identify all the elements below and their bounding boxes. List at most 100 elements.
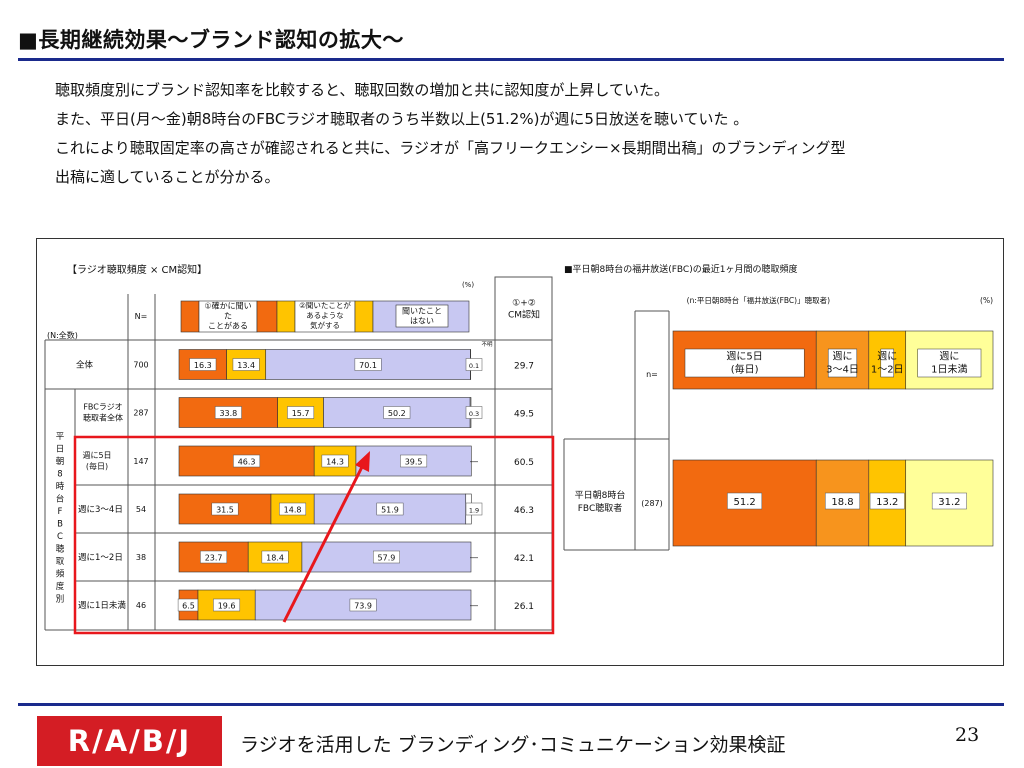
row-label: FBC聴取者 [578, 503, 622, 514]
side-group-label: 日 [56, 445, 65, 455]
trend-arrow-line [282, 462, 366, 623]
bar-segment [905, 459, 994, 547]
cm-recognition-value: 46.3 [514, 506, 534, 516]
row-n: 700 [133, 361, 148, 370]
row-label: 全体 [76, 360, 94, 371]
cm-recognition-header: CM認知 [508, 309, 540, 321]
row-n: 147 [133, 457, 148, 466]
legend-box [827, 348, 858, 378]
data-label-box [287, 406, 315, 419]
legend-label: 聞いたこと [402, 307, 442, 316]
data-label-box [354, 358, 382, 371]
data-label-box [200, 550, 228, 564]
data-label-box [825, 492, 860, 510]
legend-label: 週に [833, 351, 853, 363]
data-label: 70.1 [359, 361, 377, 370]
side-group-label: 取 [56, 557, 65, 567]
side-group-label: 朝 [56, 457, 65, 467]
data-label: 15.7 [292, 409, 310, 418]
data-label-box [465, 406, 483, 419]
legend-box [880, 348, 894, 378]
data-label-box [189, 358, 217, 371]
side-group-label: 頻 [56, 569, 65, 580]
data-label: 51.9 [381, 506, 399, 515]
legend-label: ①確かに聞い [204, 301, 251, 311]
left-chart-title: 【ラジオ聴取頻度 × CM認知】 [67, 263, 207, 276]
legend-box [684, 348, 805, 378]
n-header: N= [135, 312, 148, 321]
legend-swatch [180, 300, 200, 333]
data-label-box [279, 502, 307, 516]
legend-label: 3～4日 [826, 365, 859, 376]
row-n: 46 [136, 601, 146, 610]
description-line: 聴取頻度別にブランド認知率を比較すると、聴取回数の増加と共に認知度が上昇していた… [55, 81, 669, 99]
data-label: 18.8 [831, 497, 853, 508]
data-label-box [869, 492, 905, 510]
legend-label: 週に [877, 351, 897, 363]
right-chart-unit: (%) [980, 296, 993, 305]
row-label: 週に5日 [82, 451, 111, 460]
row-label: 週に1日未満 [78, 600, 126, 611]
page-number: 23 [955, 724, 980, 746]
data-label: 31.2 [938, 497, 960, 508]
row-label: 聴取者全体 [83, 413, 123, 423]
legend-label: 週に5日 [726, 351, 762, 363]
cm-recognition-value: 26.1 [514, 602, 534, 612]
legend-box [395, 304, 449, 328]
data-label: 18.4 [266, 554, 284, 563]
side-group-label: 8 [57, 470, 62, 480]
side-group-label: B [57, 520, 63, 530]
data-label: ― [470, 553, 478, 562]
data-label: 50.2 [388, 409, 406, 418]
data-label-box [321, 454, 349, 468]
left-chart-unit: (%) [462, 281, 474, 289]
description-line: また、平日(月～金)朝8時台のFBCラジオ聴取者のうち半数以上(51.2%)が週… [55, 110, 749, 128]
legend-label: た [224, 312, 232, 321]
data-label-box [233, 454, 261, 468]
data-label-box [261, 550, 289, 564]
right-chart-subtitle: (n:平日朝8時台「福井放送(FBC)」聴取者) [687, 295, 830, 305]
row-label: 平日朝8時台 [575, 489, 626, 501]
legend-swatch [276, 300, 296, 333]
data-label: 6.5 [182, 602, 195, 611]
cm-column-box [494, 276, 553, 631]
data-label-box [214, 406, 242, 419]
data-label: ― [470, 457, 478, 466]
chart-canvas: 【ラジオ聴取頻度 × CM認知】(%)(N:全数)N=①+②CM認知平日朝8時台… [44, 263, 994, 635]
side-group-label: 聴 [56, 544, 65, 555]
legend-box [294, 300, 356, 333]
side-group-label: 時 [56, 482, 65, 492]
data-label-box [727, 492, 763, 510]
row-label: 週に1～2日 [78, 553, 123, 563]
row-n: (287) [641, 499, 663, 508]
data-label: 13.2 [876, 497, 898, 508]
legend-label: ことがある [208, 321, 248, 331]
data-label: 31.5 [216, 506, 234, 515]
footer-text: ラジオを活用した ブランディング･コミュニケーション効果検証 [240, 734, 786, 756]
side-group-label: 平 [56, 432, 65, 442]
row-label: 週に3～4日 [78, 505, 123, 515]
data-label: 13.4 [237, 361, 255, 370]
side-group-label: C [57, 532, 63, 542]
cm-recognition-value: 29.7 [514, 362, 534, 372]
data-label-box [465, 502, 483, 516]
row-label: (毎日) [86, 461, 108, 471]
legend-label: 1日未満 [931, 364, 967, 376]
data-label: 51.2 [733, 497, 755, 508]
legend-swatch [256, 300, 278, 333]
description: 聴取頻度別にブランド認知率を比較すると、聴取回数の増加と共に認知度が上昇していた… [55, 76, 1010, 192]
legend-swatch [354, 300, 374, 333]
description-line: 出稿に適していることが分かる。 [55, 168, 280, 186]
legend-box [917, 348, 982, 378]
highlight-box [73, 435, 555, 635]
data-label-box [373, 550, 400, 564]
row-n: 54 [136, 505, 146, 514]
n-header: n= [646, 370, 658, 379]
legend-label: 不明 [481, 341, 493, 348]
data-label: 23.7 [205, 554, 223, 563]
row-label: FBCラジオ [83, 403, 122, 412]
footer-rule [18, 703, 1004, 706]
legend-label: あるような [306, 311, 344, 320]
data-label: 1.9 [469, 507, 479, 515]
